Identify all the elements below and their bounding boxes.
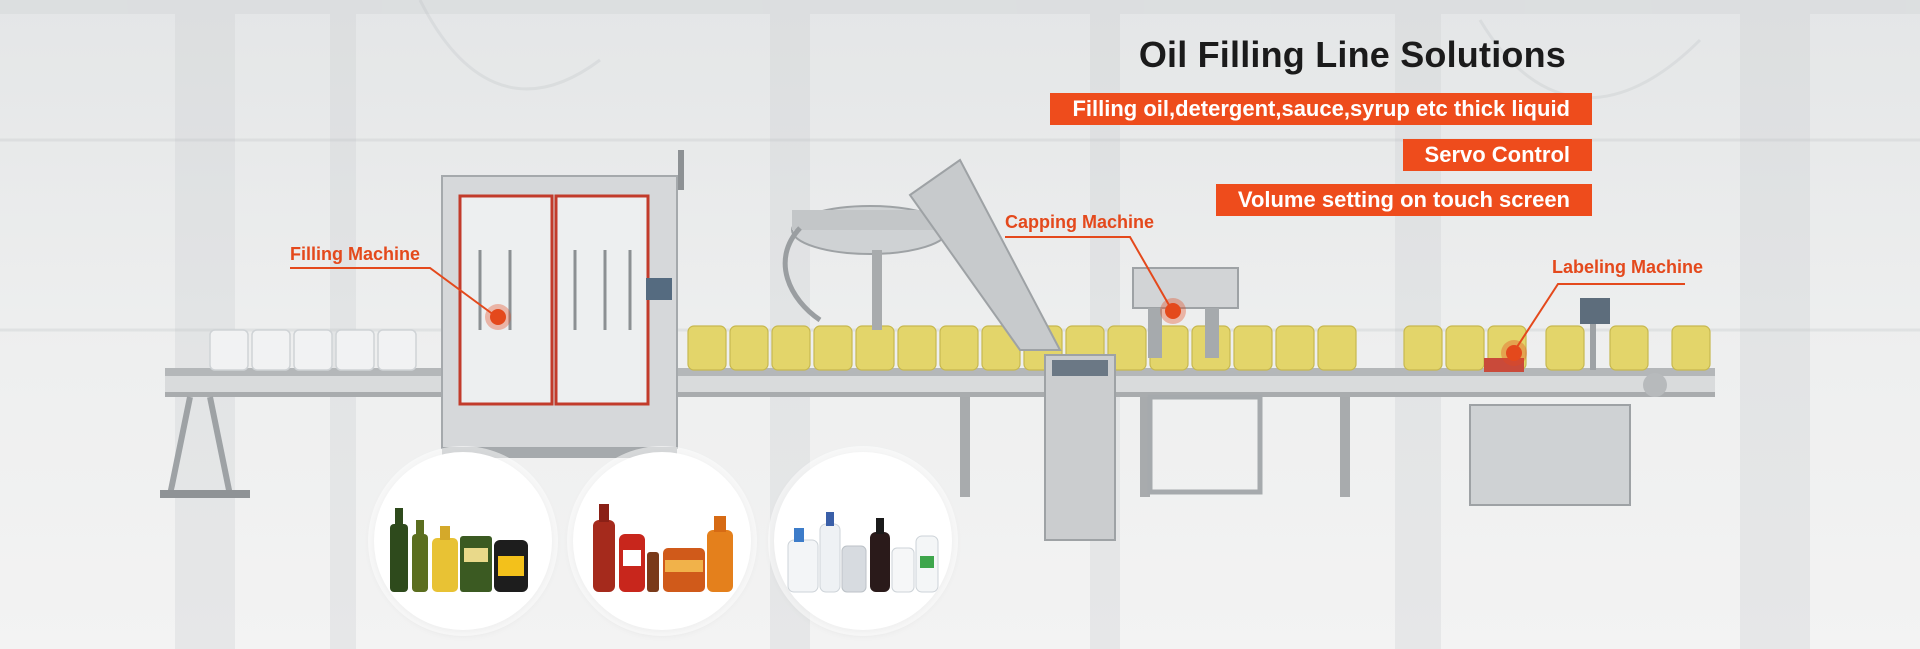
callout-labeling-machine: Labeling Machine bbox=[1552, 257, 1704, 277]
filling-machine-marker[interactable] bbox=[490, 309, 506, 325]
filling-machine bbox=[441, 150, 684, 458]
callout-capping-machine: Capping Machine bbox=[1005, 212, 1155, 232]
labeling-machine-marker[interactable] bbox=[1506, 345, 1522, 361]
feature-tag-touchscreen: Volume setting on touch screen bbox=[1215, 184, 1592, 216]
labeling-machine bbox=[1469, 298, 1667, 506]
feature-tag-liquids: Filling oil,detergent,sauce,syrup etc th… bbox=[1050, 93, 1592, 125]
capping-machine-marker[interactable] bbox=[1165, 303, 1181, 319]
filled-oil-bottles bbox=[687, 325, 1711, 371]
product-circle-oil bbox=[374, 452, 552, 630]
control-cabinet bbox=[1044, 354, 1116, 541]
cap-sorter bbox=[782, 158, 1062, 351]
feature-tag-servo: Servo Control bbox=[1402, 139, 1592, 171]
detergent-bottles-icon bbox=[787, 512, 939, 593]
product-circle-sauce bbox=[573, 452, 751, 630]
callout-filling-machine: Filling Machine bbox=[290, 244, 421, 264]
oil-bottles-icon bbox=[390, 508, 528, 592]
page-title: Oil Filling Line Solutions bbox=[1138, 34, 1566, 75]
product-circle-detergent bbox=[774, 452, 952, 630]
sauce-bottles-icon bbox=[593, 504, 733, 592]
